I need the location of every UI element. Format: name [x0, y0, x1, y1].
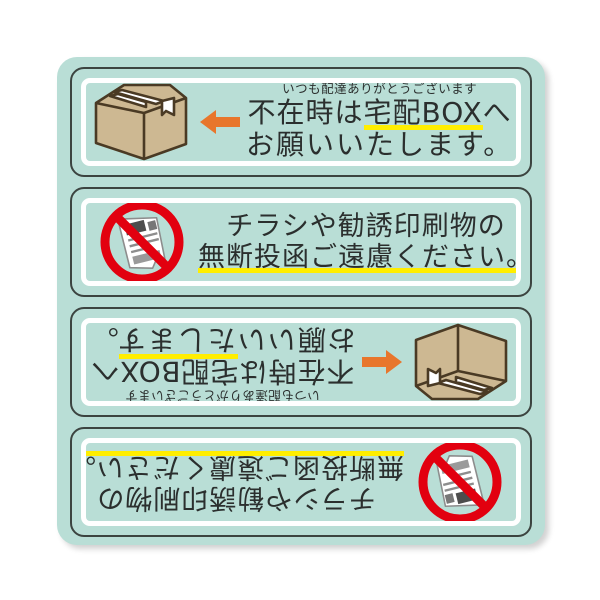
delivery-box-text-block: いつも配達ありがとうございます 不在時は宅配BOXへ お願いいたします。: [246, 81, 516, 162]
left-arrow-art: [198, 107, 242, 137]
panel-inner-frame: いつも配達ありがとうございます 不在時は宅配BOXへ お願いいたします。: [81, 78, 521, 166]
thanks-line: いつも配達ありがとうございます: [124, 387, 320, 403]
cardboard-box-art: [404, 323, 516, 401]
flyer-line-1: チラシや勧誘印刷物の: [96, 482, 376, 514]
flyer-line-2: 無断投函ご遠慮ください。: [81, 450, 404, 482]
request-line: お願いいたします。: [88, 322, 356, 356]
absence-prefix: 不在時は: [238, 355, 355, 389]
delivery-box-highlight: 宅配BOX: [363, 95, 483, 130]
left-arrow-art: [360, 347, 404, 377]
cardboard-box-art: [86, 83, 198, 161]
flyer-line-2: 無断投函ご遠慮ください。: [198, 242, 516, 274]
left-arrow-icon: [362, 350, 402, 374]
panel-inner-frame: チラシや勧誘印刷物の 無断投函ご遠慮ください。: [81, 198, 521, 286]
absence-prefix: 不在時は: [247, 95, 364, 129]
panel-inner-frame: いつも配達ありがとうございます 不在時は宅配BOXへ お願いいたします。: [81, 318, 521, 406]
flyer-line-1: チラシや勧誘印刷物の: [226, 210, 506, 242]
panel-delivery-box-flipped: いつも配達ありがとうございます 不在時は宅配BOXへ お願いいたします。: [70, 307, 532, 417]
no-posting-highlight: 無断投函ご遠慮ください。: [81, 450, 404, 482]
no-flyers-text-block: チラシや勧誘印刷物の 無断投函ご遠慮ください。: [198, 210, 516, 274]
cardboard-box-icon: [94, 83, 188, 161]
sticker-card: いつも配達ありがとうございます 不在時は宅配BOXへ お願いいたします。: [57, 57, 545, 545]
delivery-box-highlight: 宅配BOX: [119, 354, 239, 389]
delivery-box-text-block: いつも配達ありがとうございます 不在時は宅配BOXへ お願いいたします。: [83, 322, 356, 403]
panel-no-flyers: チラシや勧誘印刷物の 無断投函ご遠慮ください。: [70, 187, 532, 297]
absence-line: 不在時は宅配BOXへ: [90, 354, 355, 389]
absence-suffix: へ: [482, 95, 512, 129]
no-flyer-icon: [100, 203, 184, 281]
request-line: お願いいたします。: [246, 128, 514, 162]
absence-suffix: へ: [90, 355, 120, 389]
no-flyer-icon: [418, 440, 502, 524]
no-posting-highlight: 無断投函ご遠慮ください。: [198, 242, 516, 274]
left-arrow-icon: [200, 110, 240, 134]
panel-inner-frame: チラシや勧誘印刷物の 無断投函ご遠慮ください。: [81, 438, 521, 526]
cardboard-box-icon: [414, 323, 508, 401]
panel-delivery-box: いつも配達ありがとうございます 不在時は宅配BOXへ お願いいたします。: [70, 67, 532, 177]
absence-line: 不在時は宅配BOXへ: [247, 95, 512, 130]
no-flyer-art: [404, 440, 516, 524]
no-flyer-art: [86, 203, 198, 281]
panel-no-flyers-flipped: チラシや勧誘印刷物の 無断投函ご遠慮ください。: [70, 427, 532, 537]
thanks-line: いつも配達ありがとうございます: [282, 81, 478, 97]
no-flyers-text-block: チラシや勧誘印刷物の 無断投函ご遠慮ください。: [81, 450, 404, 514]
